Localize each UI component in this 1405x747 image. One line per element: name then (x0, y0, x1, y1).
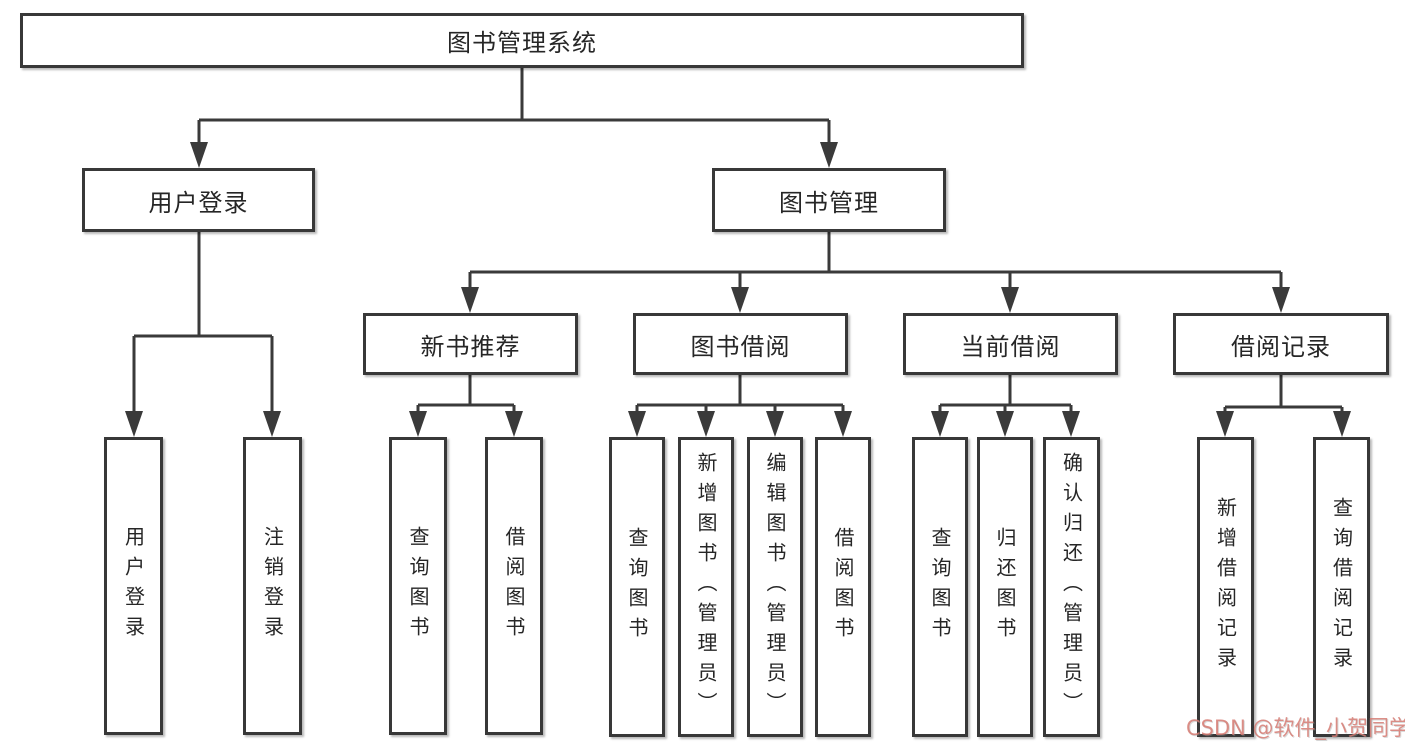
arrow-down-icon (731, 287, 749, 313)
node-new-book-recommend: 新书推荐 (363, 313, 578, 375)
arrow-down-icon (190, 142, 208, 168)
arrow-down-icon (263, 411, 281, 437)
arrow-down-icon (996, 411, 1014, 437)
arrow-down-icon (820, 142, 838, 168)
leaf-edit-books-admin: 编辑图书（管理员） (747, 437, 803, 737)
leaf-query-books-2: 查询图书 (609, 437, 665, 737)
leaf-return-books: 归还图书 (977, 437, 1033, 737)
leaf-logout: 注销登录 (243, 437, 302, 735)
watermark: CSDN @软件_小贺同学 (1186, 716, 1405, 740)
leaf-query-borrow-record: 查询借阅记录 (1313, 437, 1370, 737)
arrow-down-icon (1333, 411, 1351, 437)
arrow-down-icon (628, 411, 646, 437)
leaf-confirm-return-admin: 确认归还（管理员） (1043, 437, 1100, 737)
arrow-down-icon (766, 411, 784, 437)
node-root: 图书管理系统 (20, 13, 1024, 68)
arrow-down-icon (834, 411, 852, 437)
arrow-down-icon (1216, 411, 1234, 437)
node-current-borrowing: 当前借阅 (903, 313, 1118, 375)
arrow-down-icon (1001, 287, 1019, 313)
node-user-login: 用户登录 (82, 168, 315, 232)
leaf-add-books-admin: 新增图书（管理员） (678, 437, 734, 737)
node-borrow-records: 借阅记录 (1173, 313, 1389, 375)
arrow-down-icon (1272, 287, 1290, 313)
arrow-down-icon (697, 411, 715, 437)
leaf-borrow-books-1: 借阅图书 (485, 437, 543, 735)
leaf-query-books-3: 查询图书 (912, 437, 968, 737)
leaf-query-books-1: 查询图书 (389, 437, 447, 735)
arrow-down-icon (461, 287, 479, 313)
arrow-down-icon (409, 411, 427, 437)
leaf-user-login: 用户登录 (104, 437, 163, 735)
arrow-down-icon (125, 411, 143, 437)
arrow-down-icon (1062, 411, 1080, 437)
leaf-borrow-books-2: 借阅图书 (815, 437, 871, 737)
node-book-management: 图书管理 (712, 168, 946, 232)
node-book-borrowing: 图书借阅 (633, 313, 848, 375)
arrow-down-icon (931, 411, 949, 437)
arrow-down-icon (505, 411, 523, 437)
leaf-add-borrow-record: 新增借阅记录 (1197, 437, 1254, 737)
